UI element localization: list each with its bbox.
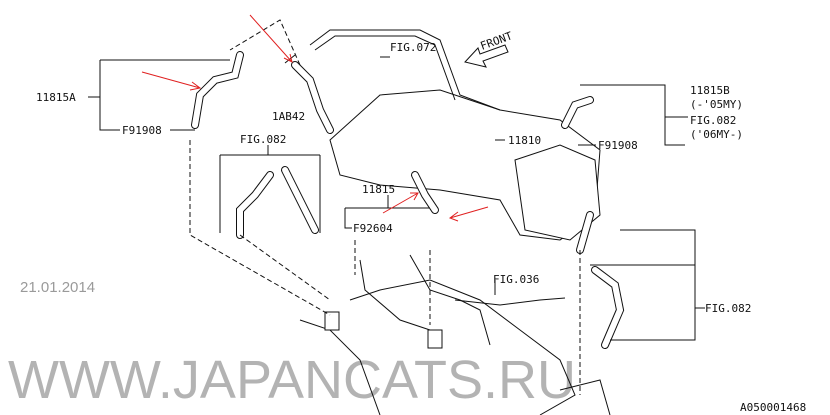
label-to-05my: (-'05MY)	[690, 98, 743, 111]
red-annotation-arrows	[141, 14, 489, 222]
label-front: FRONT	[479, 29, 515, 53]
label-from-06my: ('06MY-)	[690, 128, 743, 141]
dashed-guides	[189, 19, 581, 395]
fitting	[324, 311, 340, 331]
label-fig082-lower-right[interactable]: FIG.082	[705, 302, 751, 315]
label-fig036[interactable]: FIG.036	[493, 273, 539, 286]
hoses	[191, 29, 625, 349]
label-11815a: 11815A	[36, 91, 76, 104]
watermark-text: WWW.JAPANCATS.RU	[8, 350, 576, 410]
label-11815b: 11815B	[690, 84, 730, 97]
label-f91908-right: F91908	[598, 139, 638, 152]
engine-assembly	[299, 89, 611, 415]
front-arrow-icon	[464, 44, 509, 68]
diagram-id: A050001468	[740, 401, 806, 414]
fitting	[427, 329, 443, 349]
label-1ab42: 1AB42	[272, 110, 305, 123]
label-11815: 11815	[362, 183, 395, 196]
label-fig082-left[interactable]: FIG.082	[240, 133, 286, 146]
watermark-date: 21.01.2014	[20, 279, 95, 296]
label-fig082-upper-right[interactable]: FIG.082	[690, 114, 736, 127]
label-11810: 11810	[508, 134, 541, 147]
label-f91908-left: F91908	[122, 124, 162, 137]
label-fig072[interactable]: FIG.072	[390, 41, 436, 54]
label-f92604: F92604	[353, 222, 393, 235]
leader-lines	[88, 54, 705, 341]
